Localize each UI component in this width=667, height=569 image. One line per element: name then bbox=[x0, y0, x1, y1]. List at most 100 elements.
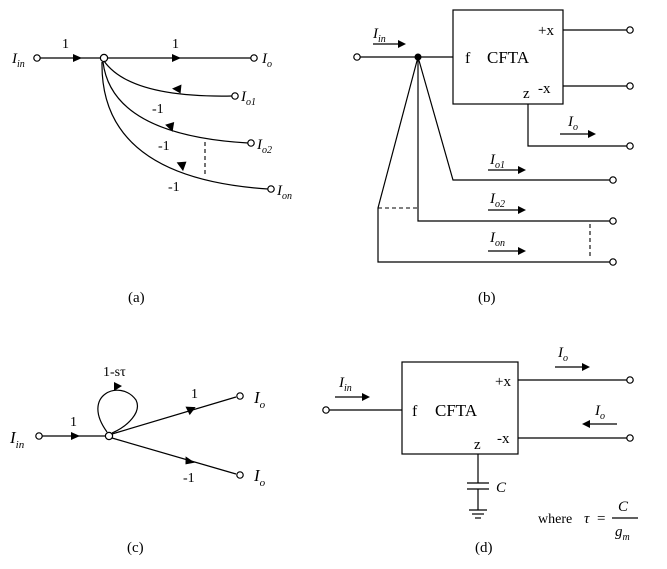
d-tau-formula: where τ = C gm bbox=[538, 499, 638, 543]
panel-d: Iin f CFTA z +x -x Io Io C where τ = bbox=[322, 345, 638, 556]
d-pin-z: z bbox=[474, 437, 481, 453]
a-branch-1-label: Io1 bbox=[240, 89, 256, 108]
d-input-node bbox=[322, 406, 330, 414]
b-output-current-arrow bbox=[588, 130, 596, 138]
d-pin-nx: -x bbox=[497, 431, 510, 447]
d-input-current-arrow bbox=[362, 393, 370, 401]
panel-b: Iin f CFTA z +x -x Io Io1 Io2 Ion bbox=[353, 9, 634, 306]
c-bottom-node bbox=[236, 471, 244, 479]
b-z-node bbox=[626, 142, 634, 150]
d-nx-node bbox=[626, 434, 634, 442]
d-output-top-label: Io bbox=[557, 345, 568, 364]
c-input-node bbox=[35, 432, 43, 440]
c-gain-top: 1 bbox=[191, 387, 198, 402]
a-input-node bbox=[33, 54, 41, 62]
b-px-node bbox=[626, 26, 634, 34]
a-center-node bbox=[99, 53, 109, 63]
b-branch-2-current-arrow bbox=[518, 206, 526, 214]
a-branch-2-label: Io2 bbox=[256, 137, 272, 156]
a-branch-1 bbox=[103, 60, 233, 97]
a-branch-2-gain: -1 bbox=[158, 139, 170, 154]
d-cfta-block bbox=[401, 361, 519, 455]
b-branch-n-current-arrow bbox=[518, 247, 526, 255]
c-bottom-branch bbox=[111, 437, 237, 475]
d-frac-den: gm bbox=[615, 524, 630, 543]
c-bottom-label: Io bbox=[253, 466, 266, 489]
d-capacitor-label: C bbox=[496, 480, 507, 496]
d-input-label: Iin bbox=[338, 375, 352, 394]
b-branch-n-node bbox=[609, 258, 617, 266]
a-caption: (a) bbox=[128, 290, 145, 306]
b-input-current-arrow bbox=[398, 40, 406, 48]
a-branch-n-label: Ion bbox=[276, 183, 292, 202]
panel-c: Iin 1 1-sτ 1 Io -1 Io (c) bbox=[9, 365, 266, 556]
panel-a: Iin 1 1 Io -1 Io1 -1 Io2 -1 Ion (a) bbox=[11, 37, 292, 306]
a-output-node bbox=[250, 54, 258, 62]
b-branch-1-node bbox=[609, 176, 617, 184]
a-output-arrow bbox=[172, 54, 181, 62]
d-pin-px: +x bbox=[495, 374, 511, 390]
b-branch-2-label: Io2 bbox=[489, 191, 505, 210]
d-equals: = bbox=[597, 511, 605, 527]
c-top-label: Io bbox=[253, 388, 266, 411]
a-branch-1-node bbox=[231, 92, 239, 100]
c-self-loop-arrow bbox=[114, 382, 122, 391]
b-z-wire bbox=[527, 104, 627, 147]
c-gain-in: 1 bbox=[70, 415, 77, 430]
c-top-branch bbox=[111, 396, 237, 435]
b-branch-n-wire bbox=[377, 56, 610, 263]
c-caption: (c) bbox=[127, 540, 144, 556]
b-pin-f: f bbox=[465, 50, 471, 67]
a-branch-n-node bbox=[267, 185, 275, 193]
b-branch-2-wire bbox=[417, 57, 610, 222]
a-branch-n bbox=[101, 61, 269, 190]
a-branch-n-arrow bbox=[176, 161, 187, 172]
d-tau-symbol: τ bbox=[584, 511, 590, 527]
c-input-arrow bbox=[71, 432, 80, 440]
b-pin-z: z bbox=[523, 86, 530, 102]
b-branch-1-label: Io1 bbox=[489, 152, 505, 171]
d-frac-num: C bbox=[618, 499, 629, 515]
c-input-label: Iin bbox=[9, 428, 25, 451]
b-nx-node bbox=[626, 82, 634, 90]
a-branch-1-gain: -1 bbox=[152, 102, 164, 117]
b-pin-px: +x bbox=[538, 23, 554, 39]
c-bottom-arrow bbox=[185, 456, 195, 465]
b-cfta-block bbox=[452, 9, 564, 105]
d-where-label: where bbox=[538, 512, 572, 527]
d-px-node bbox=[626, 376, 634, 384]
b-input-label: Iin bbox=[372, 26, 386, 45]
b-branch-1-current-arrow bbox=[518, 166, 526, 174]
d-output-bottom-label: Io bbox=[594, 403, 605, 422]
c-gain-bottom: -1 bbox=[183, 471, 195, 486]
a-gain-out: 1 bbox=[172, 37, 179, 52]
b-pin-nx: -x bbox=[538, 81, 551, 97]
a-input-arrow bbox=[73, 54, 82, 62]
b-branch-n-label: Ion bbox=[489, 230, 505, 249]
b-input-node bbox=[353, 53, 361, 61]
a-branch-n-gain: -1 bbox=[168, 180, 180, 195]
b-branch-1-wire bbox=[417, 56, 610, 181]
d-pin-f: f bbox=[412, 403, 418, 420]
a-branch-1-arrow bbox=[172, 84, 182, 94]
a-branch-2-arrow bbox=[165, 121, 175, 132]
a-branch-2-node bbox=[247, 139, 255, 147]
c-top-node bbox=[236, 392, 244, 400]
b-branch-2-node bbox=[609, 217, 617, 225]
d-block-label: CFTA bbox=[435, 401, 478, 420]
c-self-loop-gain: 1-sτ bbox=[103, 365, 126, 380]
a-input-label: Iin bbox=[11, 51, 25, 70]
c-center-node bbox=[104, 431, 114, 441]
d-output-bottom-current-arrow bbox=[582, 420, 590, 428]
a-output-label: Io bbox=[261, 51, 272, 70]
a-gain-in: 1 bbox=[62, 37, 69, 52]
a-branch-2 bbox=[102, 61, 249, 144]
d-output-top-current-arrow bbox=[582, 363, 590, 371]
c-self-loop bbox=[97, 389, 138, 434]
b-output-label: Io bbox=[567, 114, 578, 133]
b-caption: (b) bbox=[478, 290, 496, 306]
d-caption: (d) bbox=[475, 540, 493, 556]
b-block-label: CFTA bbox=[487, 48, 530, 67]
c-top-arrow bbox=[185, 406, 196, 416]
